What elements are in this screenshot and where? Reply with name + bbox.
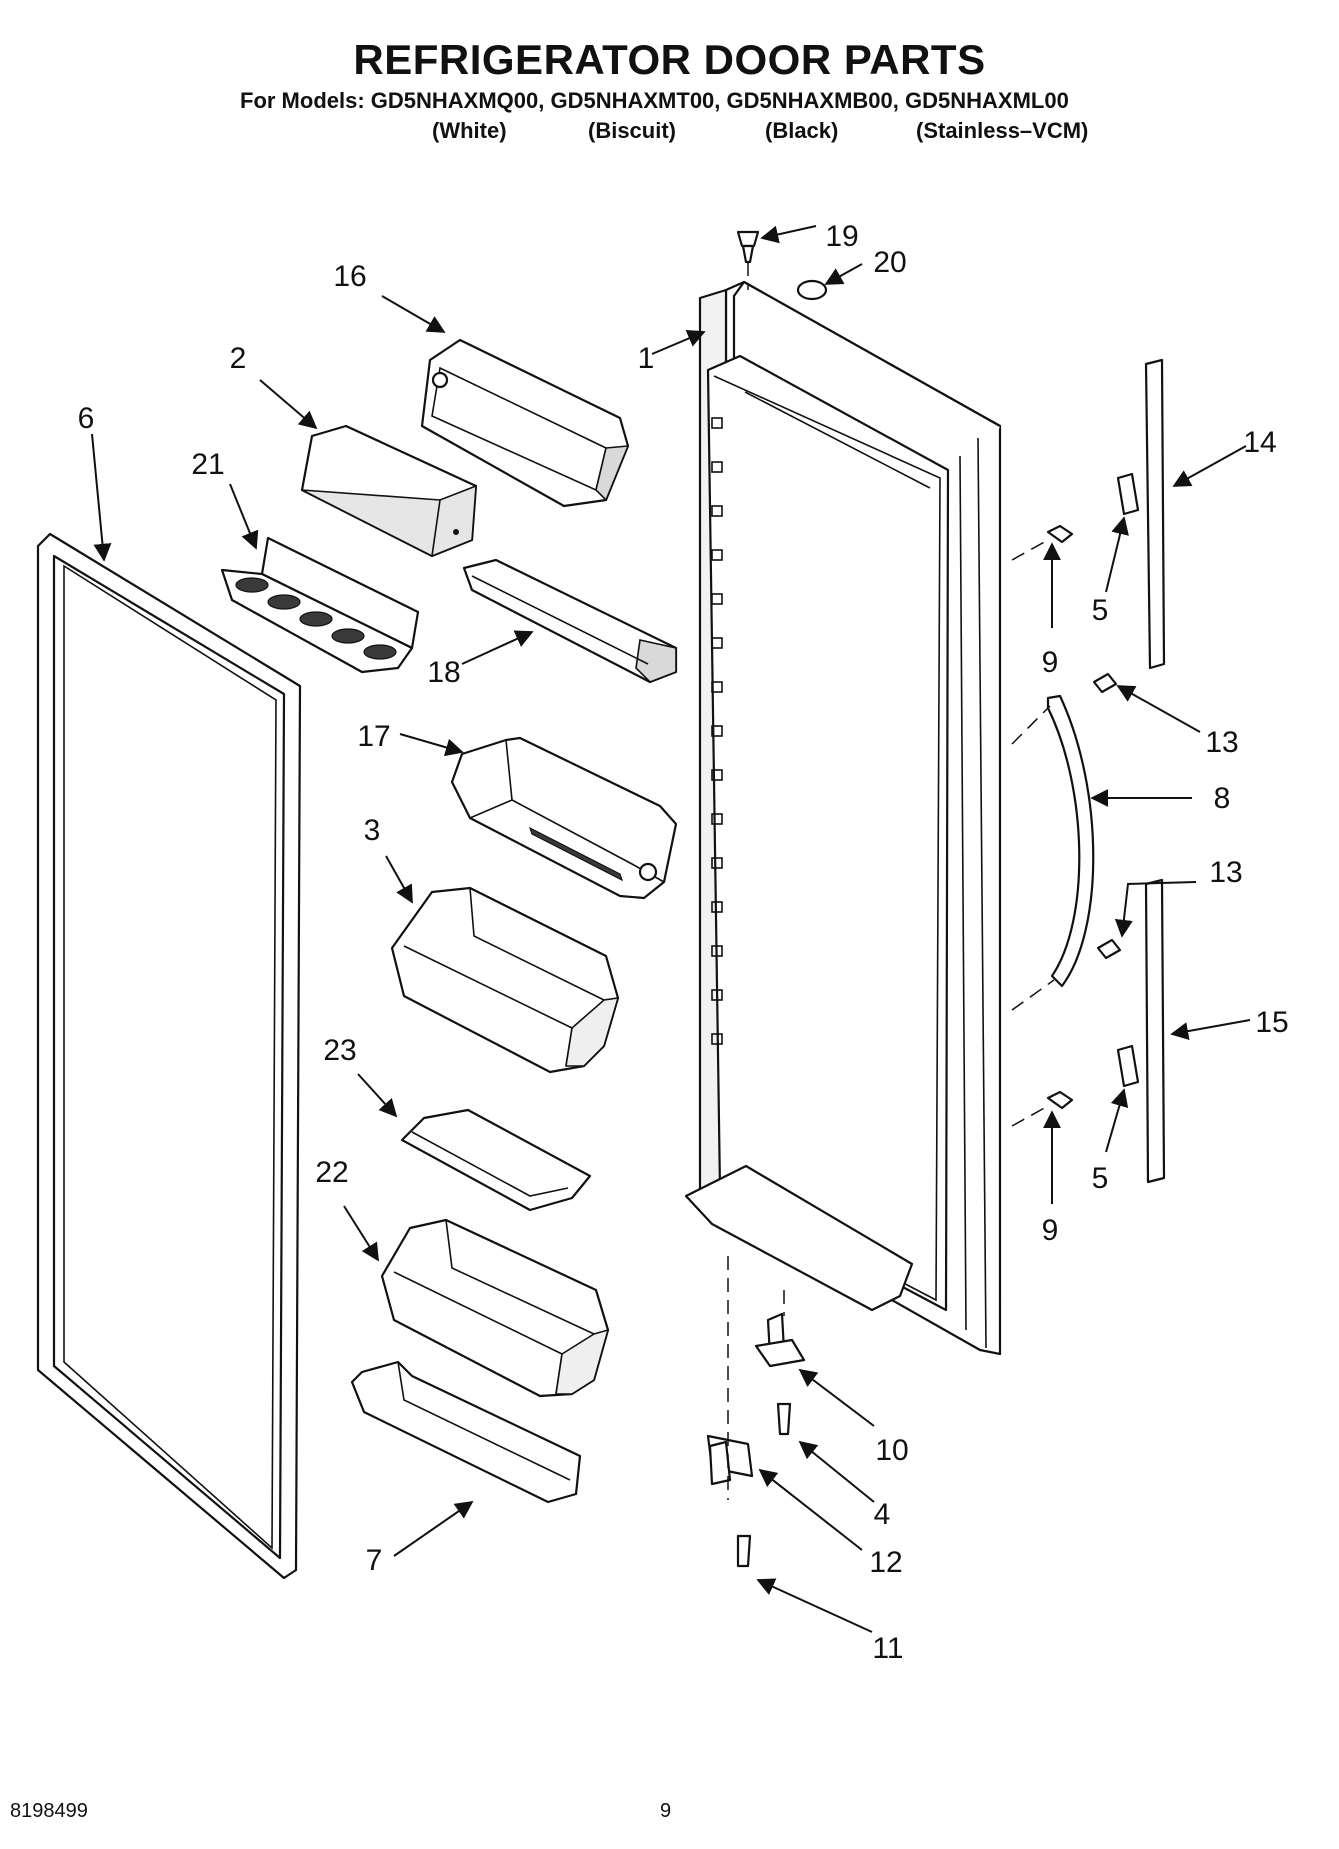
part-4-screw [776, 1402, 792, 1436]
part-18-trim [462, 558, 678, 684]
callout-2: 2 [230, 342, 247, 375]
part-17-door-bin [450, 736, 678, 900]
callout-13-lower: 13 [1209, 856, 1242, 889]
callout-6: 6 [78, 402, 95, 435]
callout-15: 15 [1255, 1006, 1288, 1039]
part-22-door-bin [380, 1218, 610, 1398]
part-12-hinge-bracket [706, 1434, 754, 1486]
color-biscuit: (Biscuit) [588, 118, 676, 143]
callout-5-lower: 5 [1092, 1162, 1109, 1195]
callout-13-upper: 13 [1205, 726, 1238, 759]
callout-3: 3 [364, 814, 381, 847]
callout-10: 10 [875, 1434, 908, 1467]
part-2-dairy-door [300, 424, 478, 558]
callout-20: 20 [873, 246, 906, 279]
part-13-screw-lower [1096, 938, 1122, 960]
leader-arrows [91, 225, 1251, 1633]
callout-14: 14 [1243, 426, 1276, 459]
models-line: For Models: GD5NHAXMQ00, GD5NHAXMT00, GD… [240, 88, 1069, 113]
part-10-hinge [754, 1312, 806, 1368]
page-title: REFRIGERATOR DOOR PARTS [353, 36, 986, 83]
part-3-door-bin [390, 886, 620, 1074]
part-19-cap [736, 230, 760, 264]
part-11-screw [736, 1534, 752, 1568]
callout-7: 7 [366, 1544, 383, 1577]
part-20-plug [796, 279, 828, 301]
part-9-screw-upper [1011, 524, 1074, 561]
part-1-door [684, 280, 1002, 1356]
part-23-shelf [400, 1108, 592, 1212]
page-number: 9 [660, 1800, 672, 1822]
part-5-clip-upper [1116, 472, 1140, 516]
part-15-trim [1144, 878, 1166, 1184]
callout-1: 1 [638, 342, 655, 375]
color-stainless: (Stainless–VCM) [916, 118, 1089, 143]
color-black: (Black) [765, 118, 839, 143]
callout-12: 12 [869, 1546, 902, 1579]
part-6-door-gasket [36, 532, 302, 1580]
part-14-trim [1144, 358, 1166, 670]
callout-9-lower: 9 [1042, 1214, 1059, 1247]
part-9-screw-lower [1011, 1090, 1074, 1127]
callout-19: 19 [825, 220, 858, 253]
color-white: (White) [432, 118, 507, 143]
part-8-handle [1011, 694, 1095, 1011]
callout-11: 11 [872, 1632, 903, 1665]
callout-23: 23 [323, 1034, 356, 1067]
callout-18: 18 [427, 656, 460, 689]
callout-16: 16 [333, 260, 366, 293]
callout-9-upper: 9 [1042, 646, 1059, 679]
part-16-dairy-bin [420, 338, 630, 508]
part-21-dairy-rack [220, 536, 420, 674]
callout-4: 4 [874, 1498, 891, 1531]
callout-8: 8 [1214, 782, 1231, 815]
document-number: 8198499 [10, 1800, 88, 1822]
part-5-clip-lower [1116, 1044, 1140, 1088]
part-7-lower-bin [350, 1360, 582, 1504]
callout-17: 17 [357, 720, 390, 753]
callout-22: 22 [315, 1156, 348, 1189]
callout-21: 21 [191, 448, 224, 481]
callout-5-upper: 5 [1092, 594, 1109, 627]
part-13-screw-upper [1092, 672, 1118, 694]
